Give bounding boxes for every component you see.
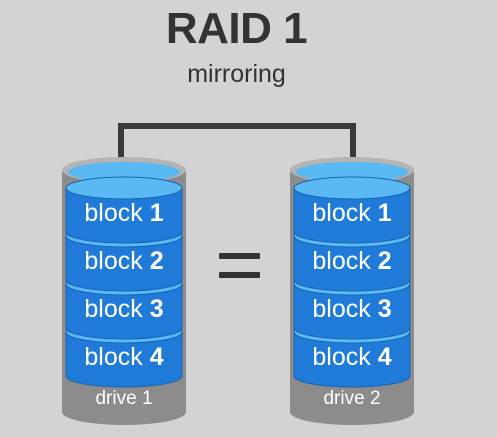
block-number: 3: [150, 295, 164, 323]
block-label: block 2: [312, 247, 391, 275]
block-word: block: [312, 343, 377, 371]
block-number: 2: [150, 247, 164, 275]
block-word: block: [84, 295, 149, 323]
block-word: block: [312, 199, 377, 227]
block-label: block 1: [312, 199, 391, 227]
block-label: block 4: [312, 343, 391, 371]
block-label: block 3: [312, 295, 391, 323]
diagram-title: RAID 1: [165, 4, 308, 53]
block-1: block 1: [65, 176, 183, 244]
block-label: block 2: [84, 247, 163, 275]
block-number: 4: [378, 343, 392, 371]
block-number: 4: [150, 343, 164, 371]
block-label: block 4: [84, 343, 163, 371]
block-label: block 1: [84, 199, 163, 227]
block-number: 1: [378, 199, 392, 227]
block-word: block: [312, 295, 377, 323]
block-number: 3: [378, 295, 392, 323]
diagram-subtitle: mirroring: [187, 60, 286, 88]
drive-top-cap: [296, 162, 408, 182]
block-word: block: [312, 247, 377, 275]
drive-top-cap: [68, 162, 180, 182]
block-word: block: [84, 199, 149, 227]
block-number: 2: [378, 247, 392, 275]
block-label: block 3: [84, 295, 163, 323]
block-word: block: [84, 247, 149, 275]
block-number: 1: [150, 199, 164, 227]
block-word: block: [84, 343, 149, 371]
equals-icon: [219, 253, 260, 278]
drive-label: drive 2: [323, 388, 380, 409]
mirror-connector: [118, 123, 356, 178]
block-1: block 1: [293, 176, 411, 244]
drive-label: drive 1: [95, 388, 152, 409]
